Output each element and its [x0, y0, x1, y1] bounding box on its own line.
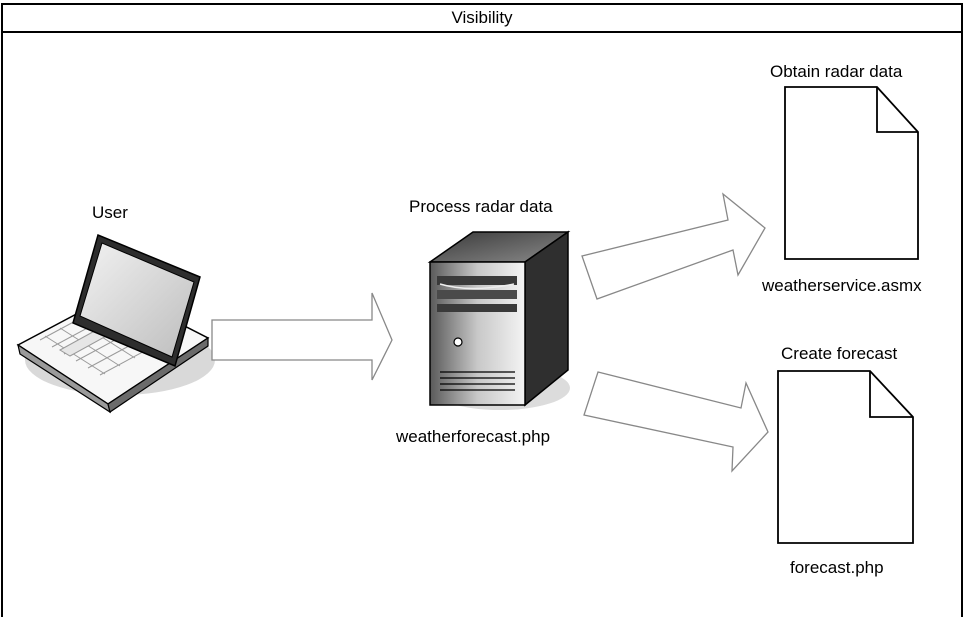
- user-label: User: [92, 203, 128, 222]
- laptop-icon: [16, 233, 215, 414]
- document-icon-radar: [784, 86, 919, 260]
- document-icon-forecast: [777, 370, 914, 544]
- diagram-frame: Visibility: [1, 3, 963, 617]
- swimlane-title: Visibility: [451, 8, 513, 27]
- forecast-doc-bottom-label: forecast.php: [790, 558, 884, 577]
- arrow-server-to-radar: [581, 192, 766, 300]
- radar-doc-top-label: Obtain radar data: [770, 62, 903, 81]
- swimlane-header: Visibility: [3, 5, 961, 33]
- arrow-user-to-server: [211, 292, 393, 381]
- server-top-label: Process radar data: [409, 197, 553, 216]
- server-tower-icon: [427, 230, 571, 410]
- server-bottom-label: weatherforecast.php: [396, 427, 551, 446]
- forecast-doc-top-label: Create forecast: [781, 344, 898, 363]
- arrow-server-to-forecast: [583, 371, 769, 473]
- radar-doc-bottom-label: weatherservice.asmx: [762, 276, 922, 295]
